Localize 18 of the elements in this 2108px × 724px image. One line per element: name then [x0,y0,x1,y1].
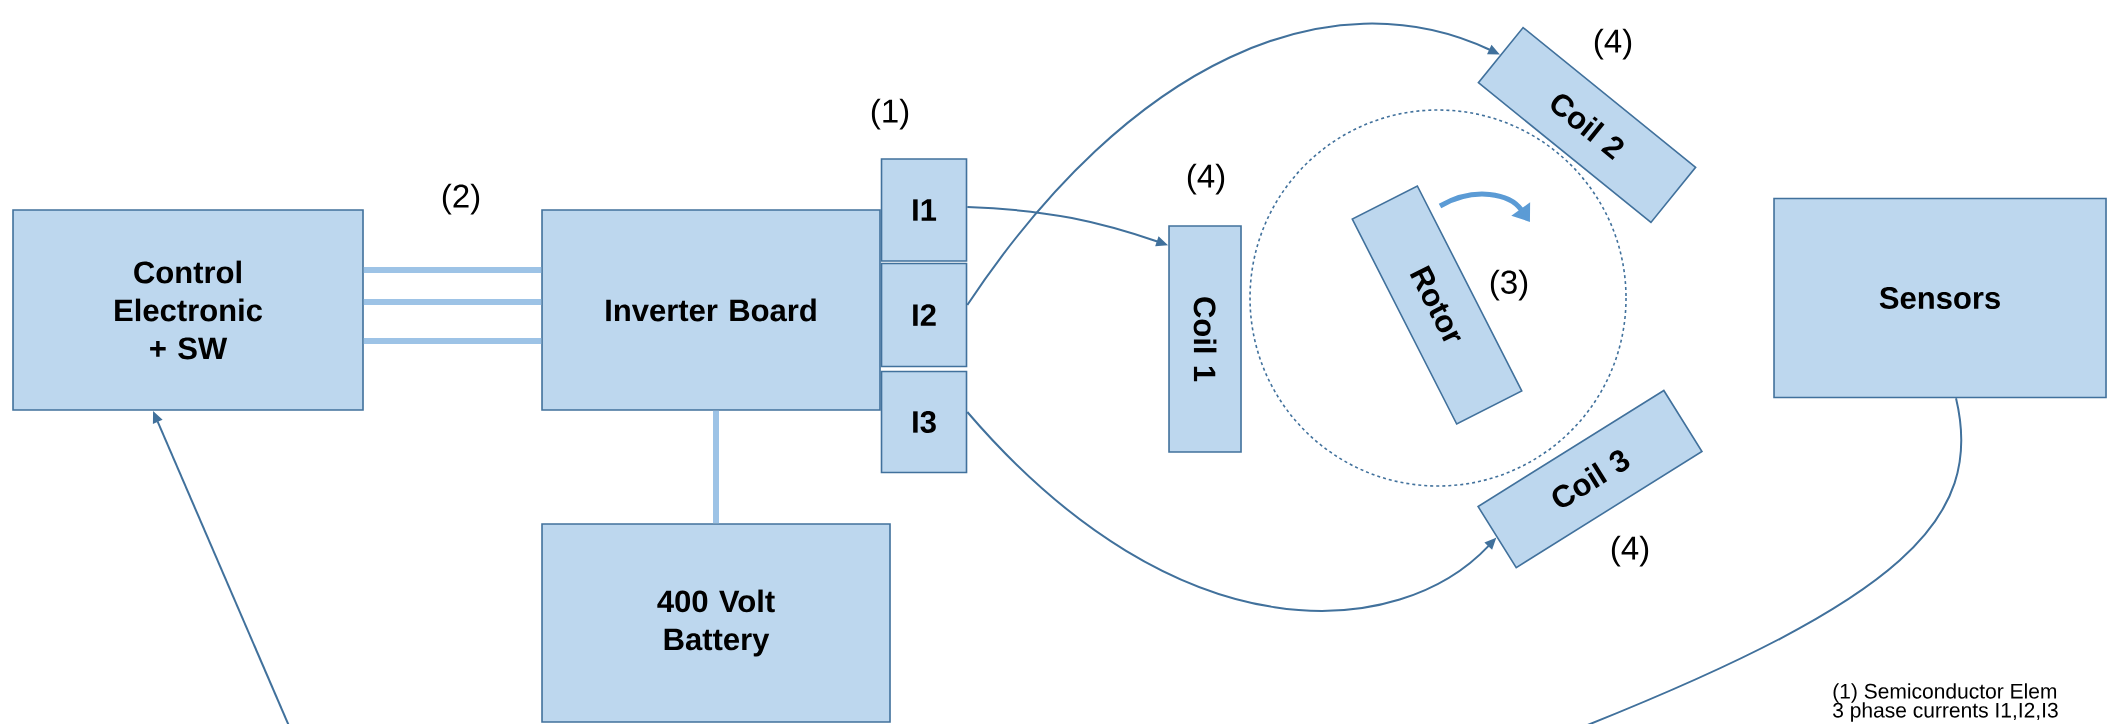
note-text: (1) Semiconductor Elem [1833,683,2057,703]
switch-box: I1 [880,158,968,262]
process-box: Control Electronic + SW [12,209,364,411]
callout-number: (2) [442,183,480,215]
switch-box: I3 [880,370,968,474]
connector-line [363,299,542,305]
callout-number: (1) [871,98,909,130]
switch-box: I2 [880,262,968,368]
connector-line [363,267,542,273]
connector-line [363,338,542,344]
callout-number: (4) [1594,28,1632,60]
connector-line [713,410,719,524]
note-text: 3 phase currents I1,I2,I3 [1833,702,2058,722]
coil-box: Coil 1 [1168,225,1242,453]
process-box: Sensors [1773,197,2107,399]
callout-number: (4) [1187,163,1225,195]
battery-box: 400 Volt Battery [541,523,891,723]
callout-number: (4) [1611,535,1649,567]
